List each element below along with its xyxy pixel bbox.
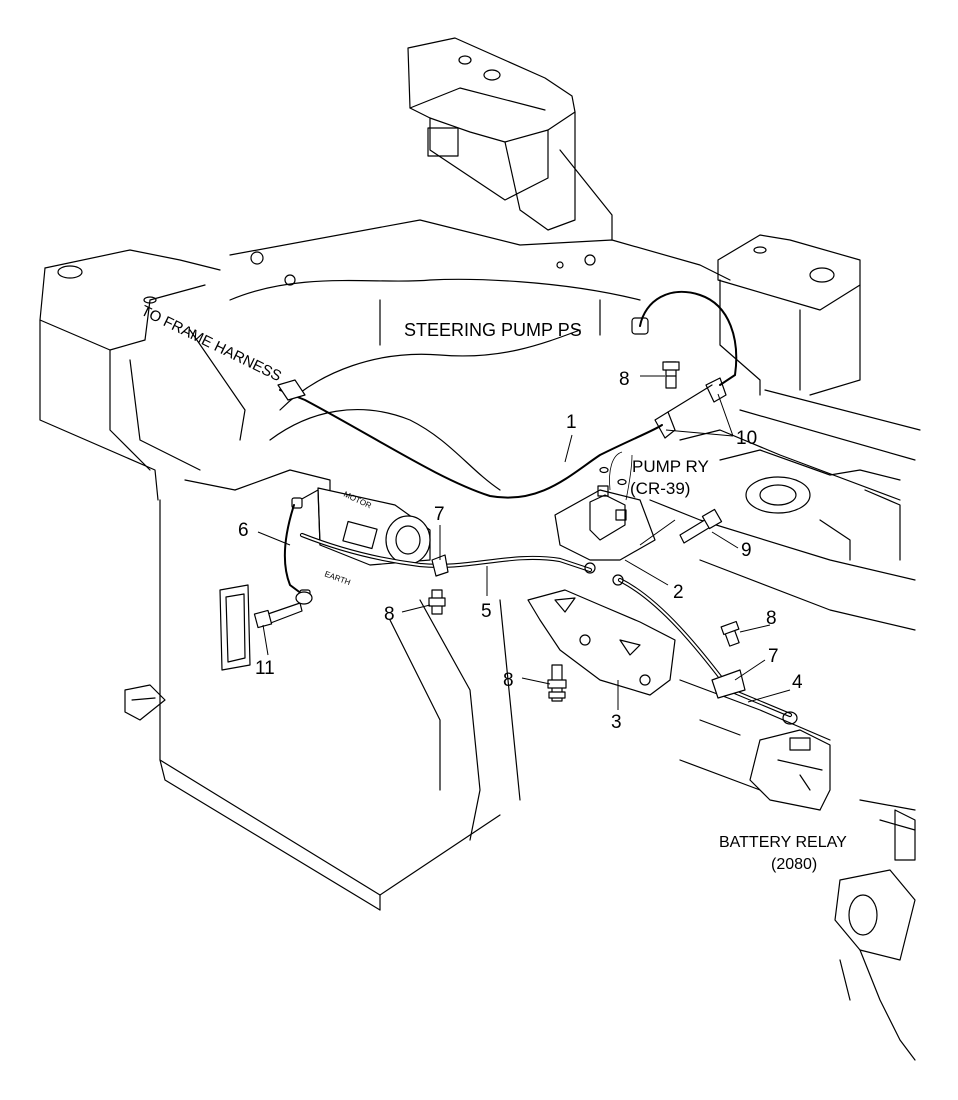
- label-to-frame-harness: TO FRAME HARNESS: [138, 302, 284, 385]
- callout-8-motor: 8: [384, 604, 395, 625]
- callout-10: 10: [736, 428, 757, 449]
- chassis-frame: [39, 37, 921, 1061]
- bolt-9-icon: [679, 508, 723, 544]
- callout-3: 3: [611, 712, 622, 733]
- steering-pump-lead: [639, 290, 738, 386]
- callout-6: 6: [238, 520, 249, 541]
- label-steering-pump: STEERING PUMP PS: [404, 320, 582, 340]
- cable-5-line: [301, 534, 591, 571]
- callout-2: 2: [673, 582, 684, 603]
- callout-4: 4: [792, 672, 803, 693]
- earth-cable-6: [283, 504, 303, 595]
- bolt-11-icon: [253, 591, 313, 629]
- leader-lines: [257, 375, 791, 710]
- bolt-8-top-icon: [662, 361, 680, 389]
- label-pump-ry: PUMP RY: [632, 457, 709, 476]
- bolt-8-relay-icon: [720, 620, 740, 647]
- bolt-8-bracket-icon: [547, 664, 567, 702]
- label-battery-relay-code: (2080): [771, 856, 817, 873]
- callout-9: 9: [741, 540, 752, 561]
- label-battery-relay: BATTERY RELAY: [719, 834, 847, 851]
- callout-numbers: 1 2 3 4 5 6 7 7 8 8 8 8 9 10 11: [238, 369, 803, 733]
- callout-8-top: 8: [619, 369, 630, 390]
- bolts: [253, 361, 740, 702]
- callout-7-relay: 7: [768, 646, 779, 667]
- label-earth-tag: EARTH: [323, 569, 352, 587]
- bolt-8-motor-icon: [428, 589, 446, 615]
- callout-5: 5: [481, 601, 492, 622]
- harness-1-line: [279, 389, 663, 499]
- harness-cables: [277, 290, 798, 725]
- label-pump-ry-code: (CR-39): [630, 479, 690, 498]
- callout-8-bracket: 8: [503, 670, 514, 691]
- callout-7-motor: 7: [434, 504, 445, 525]
- callout-11: 11: [255, 658, 275, 679]
- callout-1: 1: [566, 412, 577, 433]
- callout-8-relay: 8: [766, 608, 777, 629]
- text-labels: TO FRAME HARNESS STEERING PUMP PS PUMP R…: [138, 302, 847, 873]
